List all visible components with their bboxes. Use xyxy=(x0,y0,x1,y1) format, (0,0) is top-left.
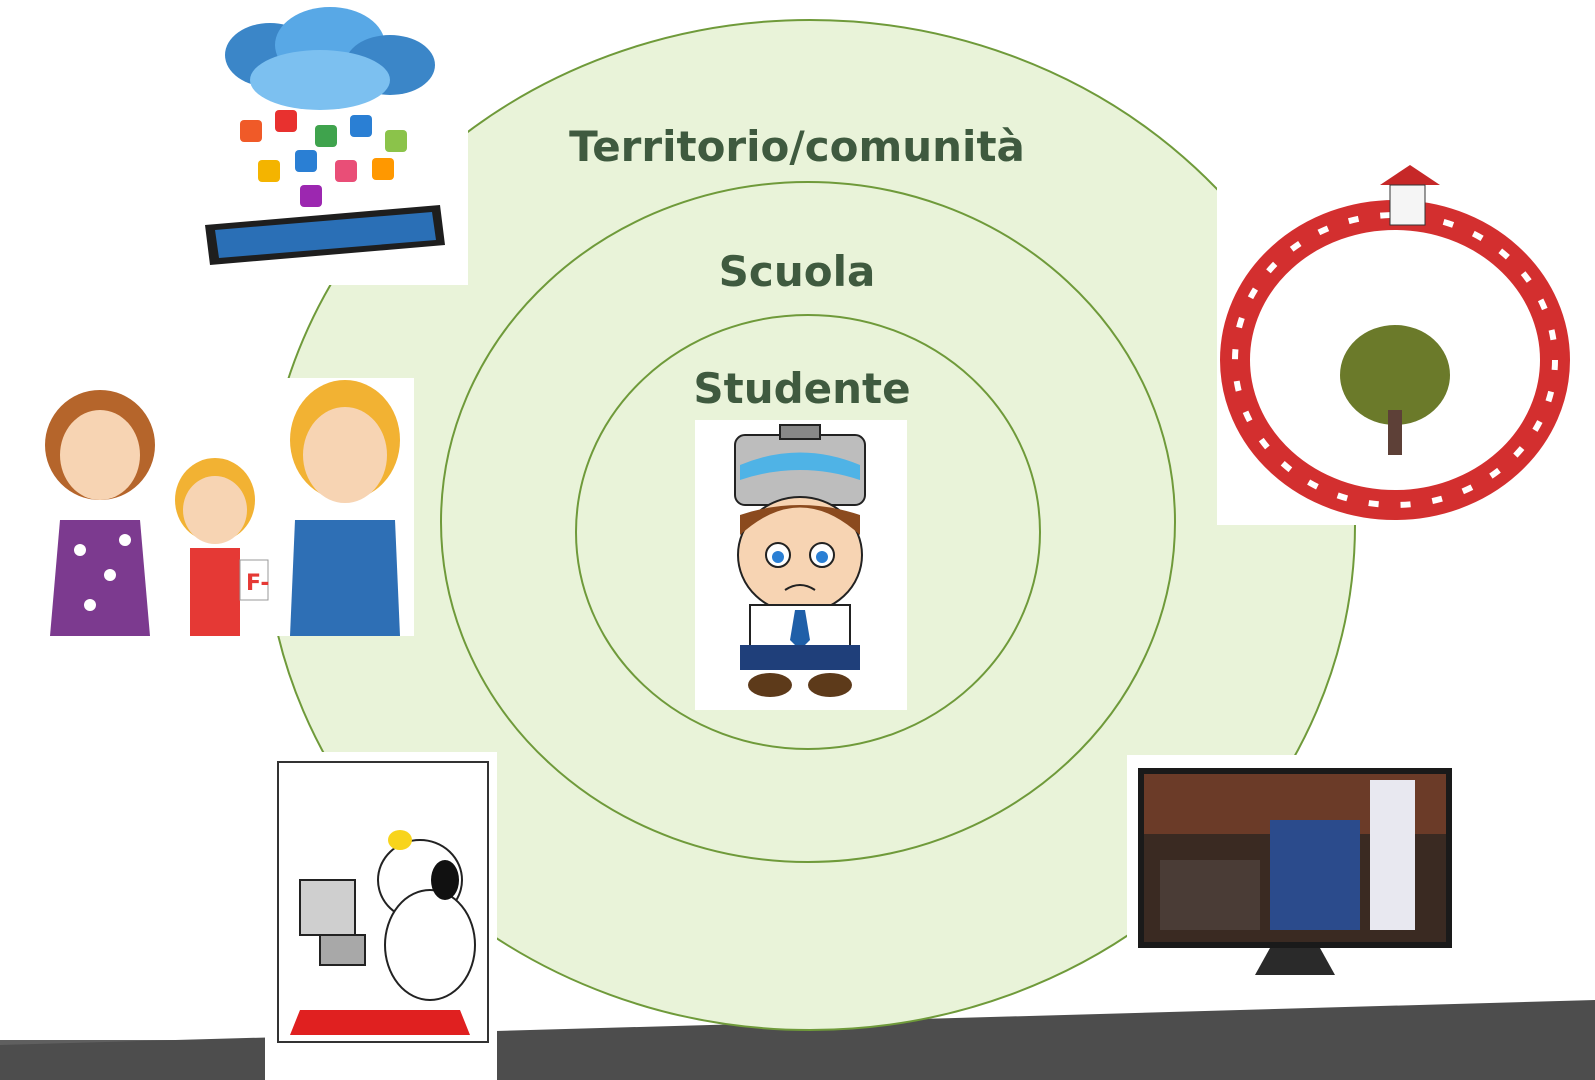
inner-ring-label: Studente xyxy=(693,364,910,413)
television-icon xyxy=(1127,755,1467,985)
middle-ring-label: Scuola xyxy=(719,247,876,296)
cloud-apps-icon xyxy=(197,0,468,285)
outer-ring-label: Territorio/comunità xyxy=(569,122,1025,171)
stressed-student-icon xyxy=(695,420,907,710)
family-icon: F- xyxy=(12,378,414,636)
computer-icon xyxy=(265,752,497,1080)
svg-text:F-: F- xyxy=(246,571,269,596)
village-icon xyxy=(1217,165,1595,525)
